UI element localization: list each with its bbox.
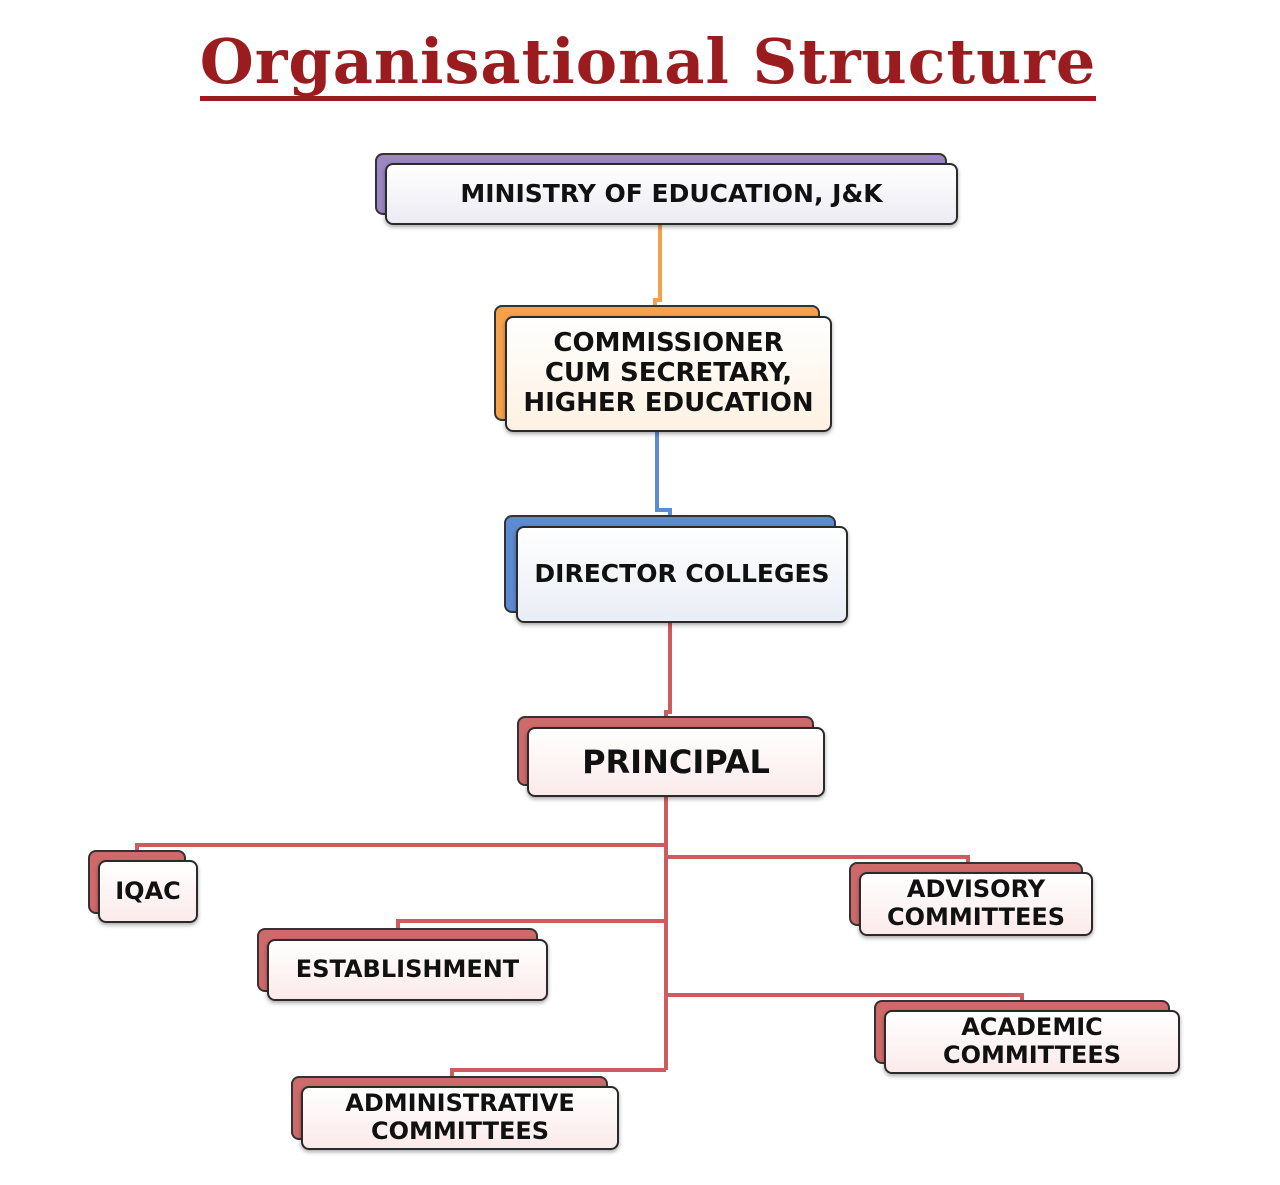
node-academic-label: ACADEMIC COMMITTEES (942, 1013, 1122, 1069)
node-ministry: MINISTRY OF EDUCATION, J&K (375, 153, 960, 227)
connector-establishment (396, 919, 666, 930)
node-advisory-box: ADVISORY COMMITTEES (859, 872, 1093, 936)
node-commissioner-box: COMMISSIONER CUM SECRETARY, HIGHER EDUCA… (505, 316, 832, 432)
node-ministry-box: MINISTRY OF EDUCATION, J&K (385, 163, 958, 225)
page-title-text: Organisational Structure (199, 27, 1097, 102)
node-establishment: ESTABLISHMENT (257, 928, 550, 1003)
node-principal: PRINCIPAL (517, 716, 827, 799)
node-principal-box: PRINCIPAL (527, 727, 825, 797)
node-commissioner-label: COMMISSIONER CUM SECRETARY, HIGHER EDUCA… (523, 328, 814, 418)
node-administrative-box: ADMINISTRATIVE COMMITTEES (301, 1086, 619, 1150)
connector-commissioner-director (655, 432, 672, 518)
node-establishment-label: ESTABLISHMENT (295, 955, 520, 984)
connector-ministry-commissioner (653, 225, 662, 308)
node-director: DIRECTOR COLLEGES (504, 515, 850, 625)
node-administrative-label: ADMINISTRATIVE COMMITTEES (345, 1089, 575, 1145)
connector-administrative (450, 1068, 666, 1078)
node-iqac-label: IQAC (115, 876, 181, 905)
node-director-box: DIRECTOR COLLEGES (516, 526, 848, 623)
node-iqac: IQAC (88, 850, 200, 925)
node-iqac-box: IQAC (98, 860, 198, 923)
connector-iqac (135, 843, 666, 853)
node-advisory: ADVISORY COMMITTEES (849, 862, 1095, 938)
page-title: Organisational Structure (0, 27, 1280, 102)
node-administrative: ADMINISTRATIVE COMMITTEES (291, 1076, 621, 1152)
node-commissioner: COMMISSIONER CUM SECRETARY, HIGHER EDUCA… (494, 305, 834, 434)
node-advisory-label: ADVISORY COMMITTEES (886, 875, 1066, 931)
node-director-label: DIRECTOR COLLEGES (534, 559, 830, 589)
node-establishment-box: ESTABLISHMENT (267, 939, 548, 1001)
node-ministry-label: MINISTRY OF EDUCATION, J&K (460, 178, 883, 208)
node-academic: ACADEMIC COMMITTEES (874, 1000, 1182, 1076)
node-principal-label: PRINCIPAL (582, 742, 770, 781)
node-academic-box: ACADEMIC COMMITTEES (884, 1010, 1180, 1074)
connector-director-principal (664, 623, 672, 720)
